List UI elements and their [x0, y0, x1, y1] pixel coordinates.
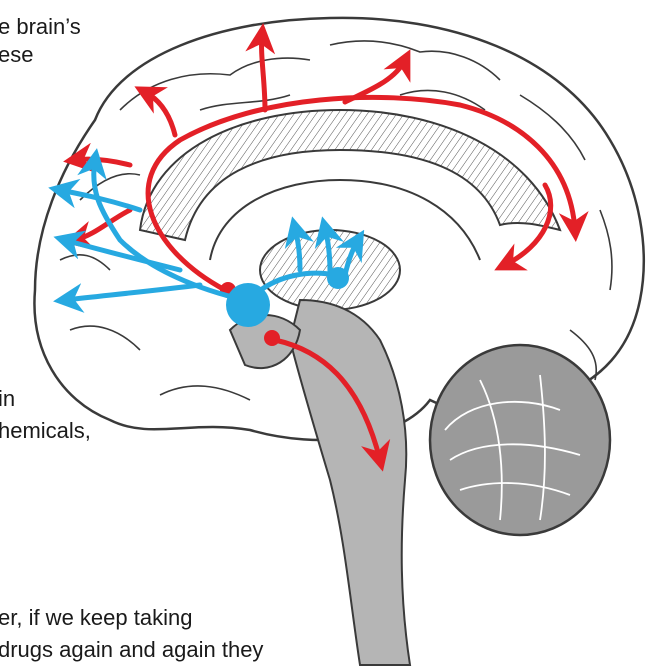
blue-node-small [327, 267, 349, 289]
cerebellum [430, 345, 610, 535]
caption-fragment-2: ese [0, 42, 33, 68]
blue-node-large [226, 283, 270, 327]
caption-fragment-6: drugs again and again they [0, 637, 263, 663]
red-origin-dot-2 [264, 330, 280, 346]
caption-fragment-5: er, if we keep taking [0, 605, 192, 631]
caption-fragment-1: e brain’s [0, 14, 81, 40]
caption-fragment-4: hemicals, [0, 418, 91, 444]
caption-fragment-3: in [0, 386, 15, 412]
